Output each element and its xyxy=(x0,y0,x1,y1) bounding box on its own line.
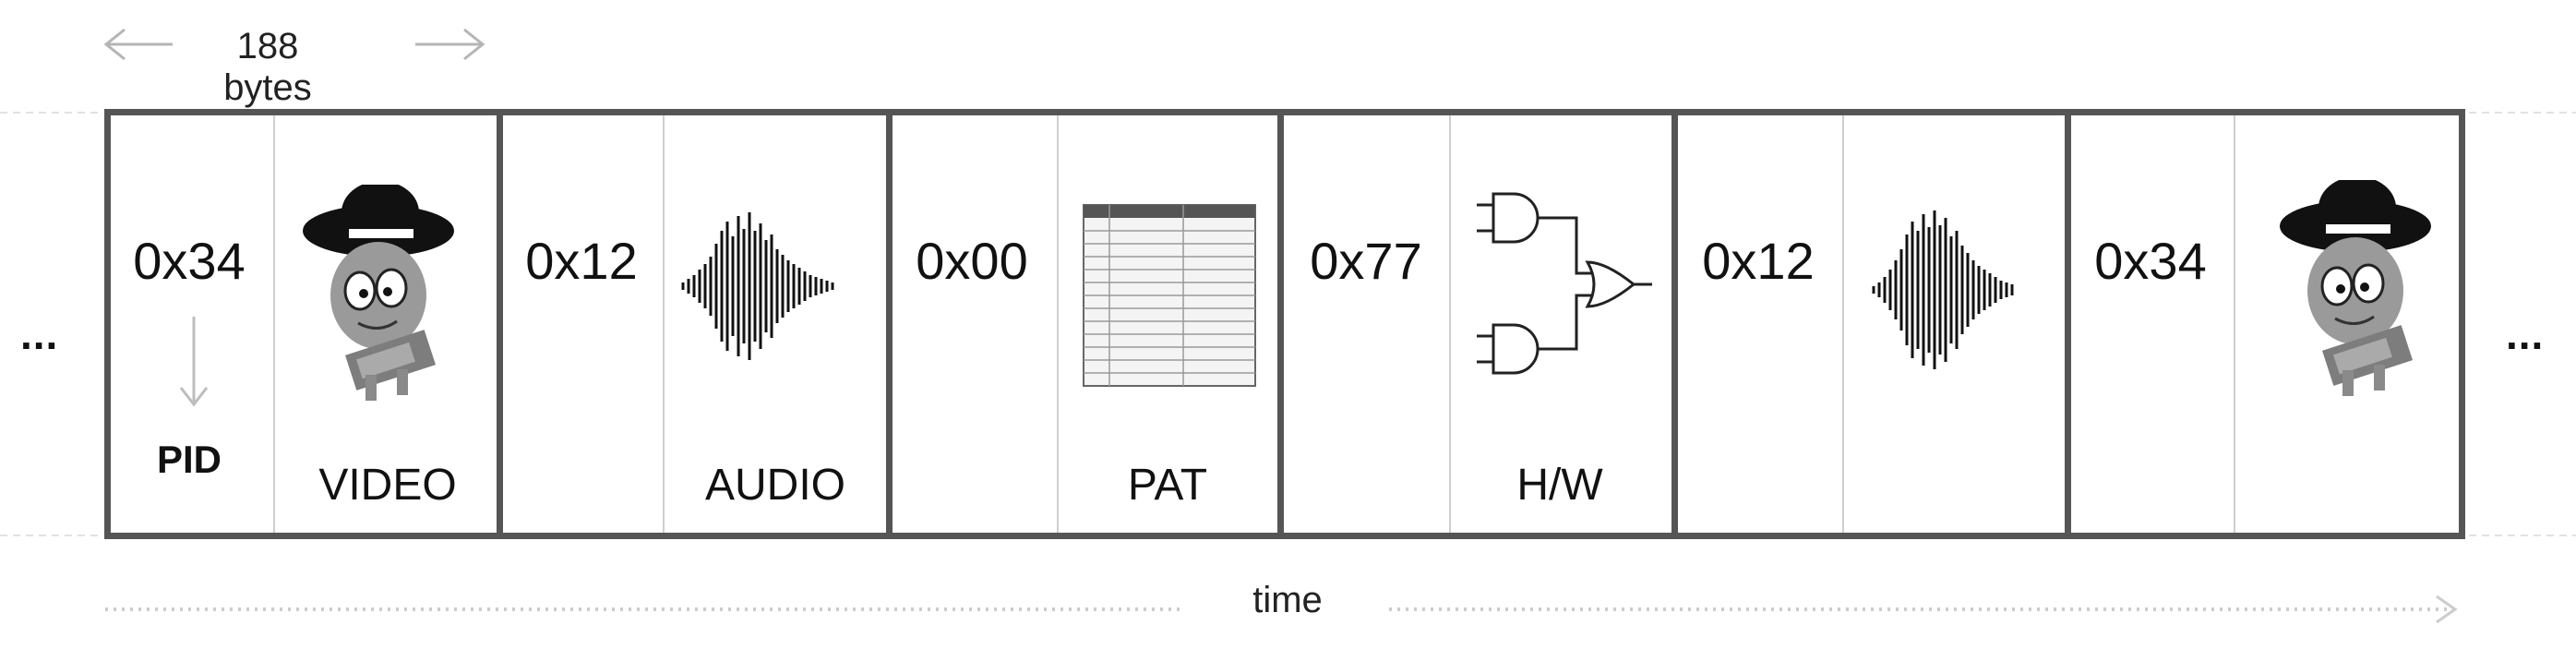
waveform-icon xyxy=(681,212,834,360)
guide-lines xyxy=(0,112,2576,536)
header-payload-divider xyxy=(1057,115,1059,533)
packet-divider xyxy=(1277,109,1284,539)
payload-label: H/W xyxy=(1516,461,1603,510)
packet-divider xyxy=(497,109,503,539)
pid-caption: PID xyxy=(156,438,222,481)
time-arrow xyxy=(105,595,2458,624)
payload-label: AUDIO xyxy=(704,461,845,510)
table-icon xyxy=(1083,204,1256,387)
packet-pid: 0x12 xyxy=(1702,232,1815,290)
down-arrow xyxy=(179,317,209,407)
payload-label: PAT xyxy=(1127,461,1208,510)
payload-label: VIDEO xyxy=(318,461,457,510)
logic-gates-icon xyxy=(1477,192,1652,375)
waveform-icon xyxy=(1872,210,2014,369)
header-payload-divider xyxy=(1842,115,1844,533)
packet-pid: 0x34 xyxy=(2094,232,2207,290)
packet-divider xyxy=(2065,109,2071,539)
packet-pid: 0x00 xyxy=(916,232,1028,290)
packet-size-arrows xyxy=(103,28,485,61)
ellipsis-left: ... xyxy=(20,310,59,358)
header-payload-divider xyxy=(273,115,275,533)
packet-divider xyxy=(886,109,893,539)
packet-pid: 0x12 xyxy=(525,232,638,290)
cowboy-character-icon xyxy=(303,185,454,401)
header-payload-divider xyxy=(2234,115,2235,533)
time-label: time xyxy=(1252,580,1323,620)
cowboy-character-icon xyxy=(2280,180,2431,396)
packet-pid: 0x34 xyxy=(133,232,246,290)
header-payload-divider xyxy=(663,115,665,533)
ellipsis-right: ... xyxy=(2506,310,2545,358)
header-payload-divider xyxy=(1449,115,1451,533)
packet-divider xyxy=(1671,109,1678,539)
packet-size-label: 188 bytes xyxy=(223,26,312,108)
packet-pid: 0x77 xyxy=(1310,232,1422,290)
